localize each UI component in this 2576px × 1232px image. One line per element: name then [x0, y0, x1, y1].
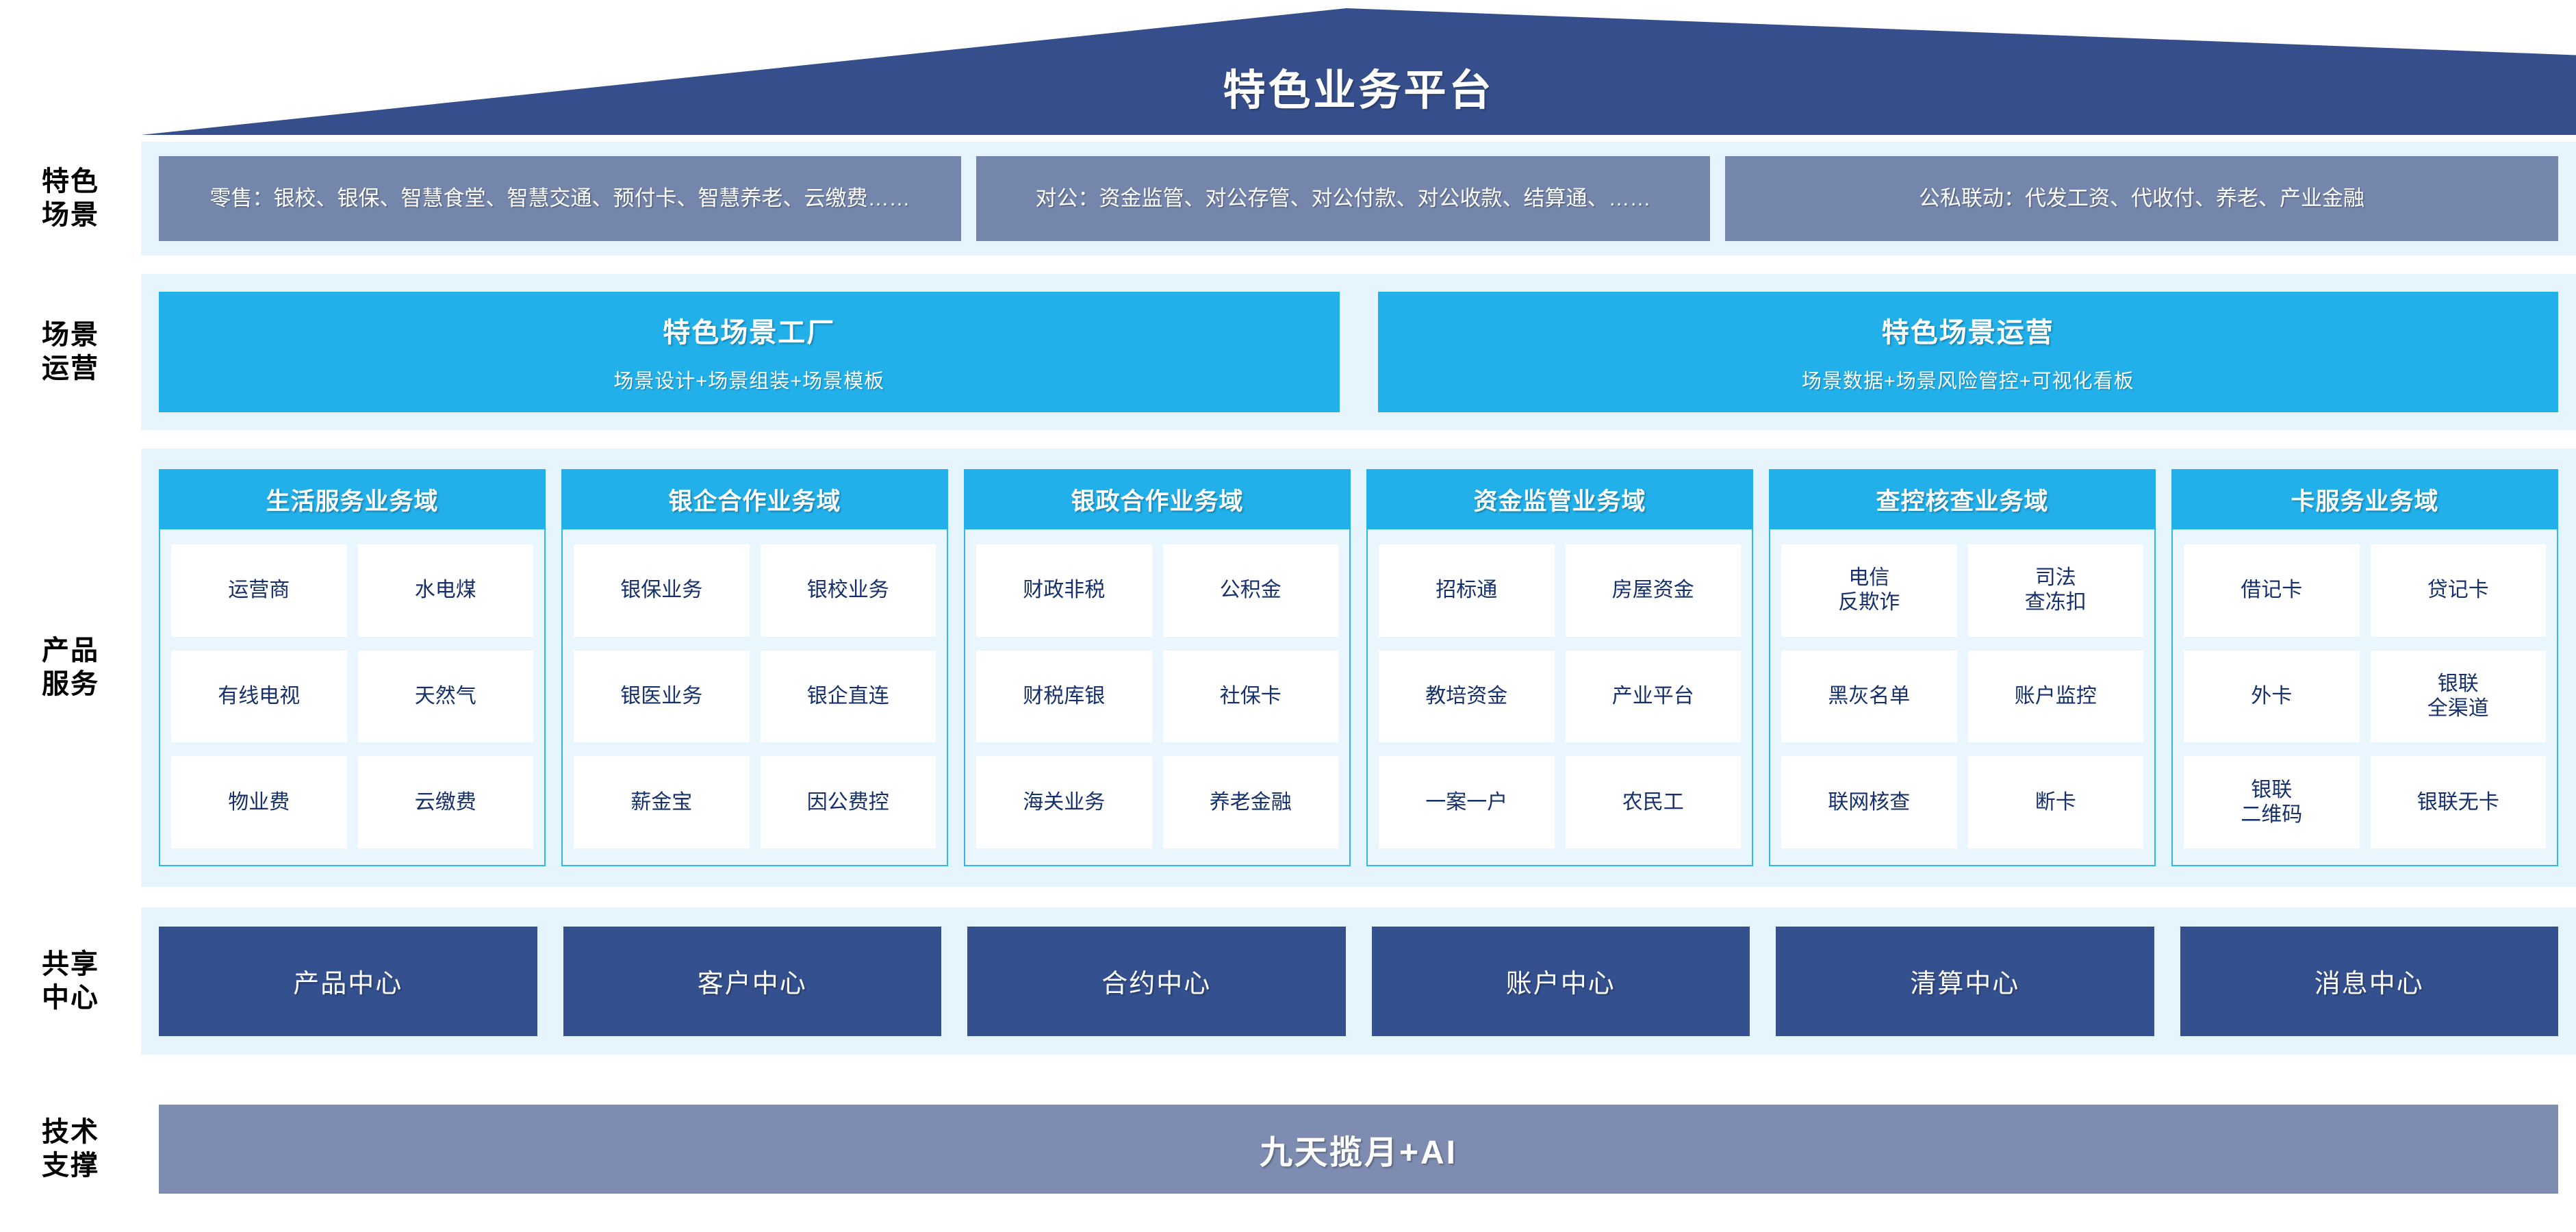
domain-item-grid: 招标通 房屋资金 教培资金 产业平台 一案一户 农民工 — [1368, 529, 1752, 865]
domain-item-grid: 财政非税 公积金 财税库银 社保卡 海关业务 养老金融 — [965, 529, 1349, 865]
tech-support-band: 九天揽月+AI — [141, 1075, 2576, 1222]
domain-item[interactable]: 因公费控 — [760, 756, 936, 848]
center-contract[interactable]: 合约中心 — [967, 926, 1346, 1036]
domain-item[interactable]: 银保业务 — [574, 544, 750, 637]
scene-box-retail[interactable]: 零售：银校、银保、智慧食堂、智慧交通、预付卡、智慧养老、云缴费…… — [159, 156, 961, 241]
scene-operation-title: 特色场景运营 — [1881, 318, 2054, 348]
domain-title: 银企合作业务域 — [561, 469, 948, 529]
domain-item[interactable]: 账户监控 — [1967, 650, 2143, 743]
row-label-product-service: 产品 服务 — [42, 636, 99, 699]
domain-item[interactable]: 银联无卡 — [2370, 756, 2546, 848]
row-label-scene-operation: 场景 运营 — [42, 320, 99, 384]
domain-item[interactable]: 云缴费 — [357, 756, 533, 848]
domain-item[interactable]: 断卡 — [1967, 756, 2143, 848]
domain-item[interactable]: 海关业务 — [976, 756, 1152, 848]
domain-item-grid: 借记卡 贷记卡 外卡 银联 全渠道 银联 二维码 银联无卡 — [2173, 529, 2557, 865]
domain-item[interactable]: 公积金 — [1162, 544, 1338, 637]
scene-factory-title: 特色场景工厂 — [663, 318, 836, 348]
domain-item[interactable]: 水电煤 — [357, 544, 533, 637]
shared-center-band: 产品中心 客户中心 合约中心 账户中心 清算中心 消息中心 — [141, 907, 2576, 1055]
row-label-shared-center: 共享 中心 — [42, 948, 99, 1013]
domain-title: 查控核查业务域 — [1769, 469, 2156, 529]
scene-box-public-private[interactable]: 公私联动：代发工资、代收付、养老、产业金融 — [1725, 156, 2558, 241]
domain-item[interactable]: 黑灰名单 — [1781, 650, 1957, 743]
scene-factory-subtitle: 场景设计+场景组装+场景模板 — [613, 370, 885, 392]
domain-item[interactable]: 银联 全渠道 — [2370, 650, 2546, 743]
domain-item-grid: 银保业务 银校业务 银医业务 银企直连 薪金宝 因公费控 — [563, 529, 947, 865]
domain-item[interactable]: 银医业务 — [574, 650, 750, 743]
domain-bank-enterprise[interactable]: 银企合作业务域 银保业务 银校业务 银医业务 银企直连 薪金宝 因公费控 — [561, 469, 948, 866]
domain-item[interactable]: 运营商 — [171, 544, 347, 637]
domain-item[interactable]: 电信 反欺诈 — [1781, 544, 1957, 637]
domain-item[interactable]: 联网核查 — [1781, 756, 1957, 848]
scene-factory-card[interactable]: 特色场景工厂 场景设计+场景组装+场景模板 — [159, 292, 1340, 412]
domain-life-service[interactable]: 生活服务业务域 运营商 水电煤 有线电视 天然气 物业费 云缴费 — [159, 469, 546, 866]
domain-item[interactable]: 银企直连 — [760, 650, 936, 743]
domain-item[interactable]: 养老金融 — [1162, 756, 1338, 848]
domain-item[interactable]: 财政非税 — [976, 544, 1152, 637]
scene-operation-subtitle: 场景数据+场景风险管控+可视化看板 — [1801, 370, 2134, 392]
domain-title: 银政合作业务域 — [964, 469, 1351, 529]
domain-item-grid: 电信 反欺诈 司法 查冻扣 黑灰名单 账户监控 联网核查 断卡 — [1770, 529, 2154, 865]
domain-item[interactable]: 司法 查冻扣 — [1967, 544, 2143, 637]
domain-item[interactable]: 有线电视 — [171, 650, 347, 743]
domain-item[interactable]: 一案一户 — [1379, 756, 1555, 848]
domain-item[interactable]: 贷记卡 — [2370, 544, 2546, 637]
domain-item[interactable]: 教培资金 — [1379, 650, 1555, 743]
domain-item[interactable]: 天然气 — [357, 650, 533, 743]
platform-roof: 特色业务平台 — [141, 8, 2576, 135]
domain-title: 卡服务业务域 — [2171, 469, 2558, 529]
center-customer[interactable]: 客户中心 — [563, 926, 941, 1036]
scene-operation-band: 特色场景工厂 场景设计+场景组装+场景模板 特色场景运营 场景数据+场景风险管控… — [141, 274, 2576, 430]
row-scene-operation: 场景 运营 特色场景工厂 场景设计+场景组装+场景模板 特色场景运营 场景数据+… — [0, 274, 2576, 430]
domain-title: 生活服务业务域 — [159, 469, 546, 529]
center-account[interactable]: 账户中心 — [1371, 926, 1750, 1036]
product-service-band: 生活服务业务域 运营商 水电煤 有线电视 天然气 物业费 云缴费 银企合作业务域… — [141, 449, 2576, 887]
domain-item[interactable]: 外卡 — [2184, 650, 2360, 743]
domain-fund-supervision[interactable]: 资金监管业务域 招标通 房屋资金 教培资金 产业平台 一案一户 农民工 — [1366, 469, 1753, 866]
tech-support-bar[interactable]: 九天揽月+AI — [159, 1104, 2558, 1194]
domain-item[interactable]: 借记卡 — [2184, 544, 2360, 637]
domain-title: 资金监管业务域 — [1366, 469, 1753, 529]
domain-item[interactable]: 房屋资金 — [1565, 544, 1741, 637]
domain-item[interactable]: 物业费 — [171, 756, 347, 848]
row-product-service: 产品 服务 生活服务业务域 运营商 水电煤 有线电视 天然气 物业费 云缴费 银… — [0, 449, 2576, 887]
domain-item[interactable]: 财税库银 — [976, 650, 1152, 743]
domain-item[interactable]: 农民工 — [1565, 756, 1741, 848]
page-title: 特色业务平台 — [1223, 67, 1494, 114]
row-feature-scene: 特色 场景 零售：银校、银保、智慧食堂、智慧交通、预付卡、智慧养老、云缴费…… … — [0, 142, 2576, 255]
domain-bank-government[interactable]: 银政合作业务域 财政非税 公积金 财税库银 社保卡 海关业务 养老金融 — [964, 469, 1351, 866]
row-shared-center: 共享 中心 产品中心 客户中心 合约中心 账户中心 清算中心 消息中心 — [0, 907, 2576, 1055]
row-label-tech-support: 技术 支撑 — [42, 1116, 99, 1181]
scene-operation-card[interactable]: 特色场景运营 场景数据+场景风险管控+可视化看板 — [1377, 292, 2558, 412]
domain-item[interactable]: 银联 二维码 — [2184, 756, 2360, 848]
domain-item-grid: 运营商 水电煤 有线电视 天然气 物业费 云缴费 — [160, 529, 544, 865]
scene-box-corporate[interactable]: 对公：资金监管、对公存管、对公付款、对公收款、结算通、…… — [976, 156, 1710, 241]
center-settlement[interactable]: 清算中心 — [1776, 926, 2154, 1036]
center-message[interactable]: 消息中心 — [2180, 926, 2558, 1036]
domain-item[interactable]: 产业平台 — [1565, 650, 1741, 743]
center-product[interactable]: 产品中心 — [159, 926, 537, 1036]
domain-card-service[interactable]: 卡服务业务域 借记卡 贷记卡 外卡 银联 全渠道 银联 二维码 银联无卡 — [2171, 469, 2558, 866]
domain-item[interactable]: 社保卡 — [1162, 650, 1338, 743]
feature-scene-band: 零售：银校、银保、智慧食堂、智慧交通、预付卡、智慧养老、云缴费…… 对公：资金监… — [141, 142, 2576, 255]
domain-item[interactable]: 招标通 — [1379, 544, 1555, 637]
row-label-feature-scene: 特色 场景 — [42, 166, 99, 230]
row-tech-support: 技术 支撑 九天揽月+AI — [0, 1075, 2576, 1222]
domain-item[interactable]: 银校业务 — [760, 544, 936, 637]
domain-item[interactable]: 薪金宝 — [574, 756, 750, 848]
domain-investigation-control[interactable]: 查控核查业务域 电信 反欺诈 司法 查冻扣 黑灰名单 账户监控 联网核查 断卡 — [1769, 469, 2156, 866]
